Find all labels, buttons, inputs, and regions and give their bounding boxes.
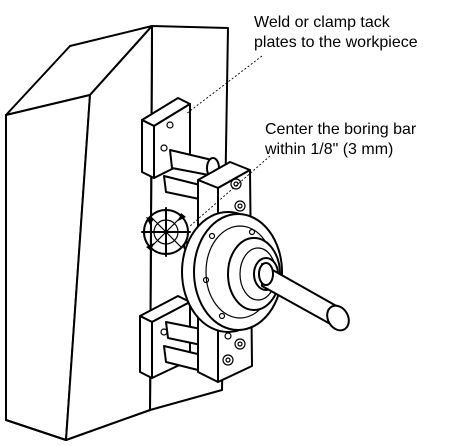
callout-center-bar-line-2: within 1/8" (3 mm) xyxy=(265,141,394,158)
callout-weld-clamp-line-2: plates to the workpiece xyxy=(254,34,418,51)
callout-weld-clamp: Weld or clamp tack plates to the workpie… xyxy=(254,13,418,53)
bearing-housing xyxy=(181,211,283,333)
boring-bar xyxy=(258,262,350,332)
leader-line-center xyxy=(189,155,271,227)
callout-center-bar: Center the boring bar within 1/8" (3 mm) xyxy=(265,120,416,160)
upper-tack-plate xyxy=(141,97,220,201)
callout-weld-clamp-line-1: Weld or clamp tack xyxy=(254,14,390,31)
callout-center-bar-line-1: Center the boring bar xyxy=(265,121,417,138)
center-target-marks xyxy=(141,207,193,257)
